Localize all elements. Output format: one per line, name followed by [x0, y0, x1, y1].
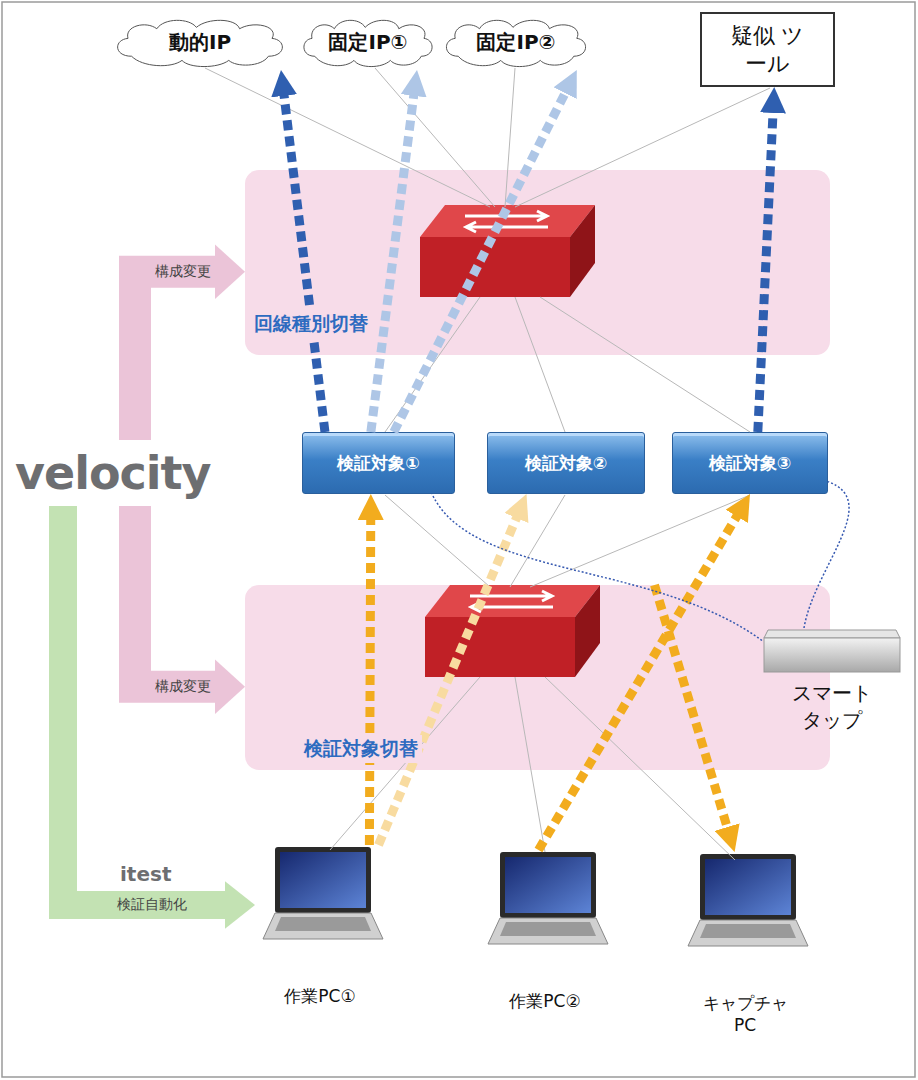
connector — [369, 514, 370, 845]
node-label: 検証対象② — [525, 452, 607, 475]
connector — [758, 107, 773, 432]
dotted-arrow — [369, 514, 370, 845]
node-label: 作業PC② — [480, 990, 610, 1013]
node-label: スマート タップ — [762, 680, 902, 734]
node-label: 固定IP① — [328, 29, 407, 56]
block-arrow-body — [135, 272, 215, 440]
block-arrow-body — [63, 506, 225, 905]
arrow-label: 検証自動化 — [117, 896, 187, 914]
laptop-icon — [680, 852, 810, 952]
dotted-arrow — [371, 90, 415, 432]
tool-box: 疑似 ツール — [700, 12, 835, 87]
device-box: 検証対象③ — [672, 432, 828, 494]
velocity-logo: velocity — [15, 440, 255, 506]
connector — [539, 511, 740, 850]
arrow-label: 構成変更 — [155, 263, 211, 281]
network-cloud: 固定IP② — [440, 15, 592, 70]
connector — [394, 88, 568, 432]
laptop-icon — [480, 850, 610, 950]
connector — [432, 494, 762, 641]
connector — [379, 512, 519, 845]
band-label: 検証対象切替 — [300, 735, 422, 763]
device-box: 検証対象② — [487, 432, 645, 494]
power-cable — [804, 482, 849, 628]
node-label: 検証対象① — [337, 452, 419, 475]
connector — [135, 245, 245, 440]
switch-band: 回線種別切替 — [245, 170, 830, 355]
power-cable — [432, 494, 762, 641]
connector — [63, 506, 255, 929]
connector — [804, 482, 849, 628]
device-box: 検証対象① — [302, 432, 455, 494]
laptop-pc: 作業PC① — [255, 845, 385, 1045]
node-label: 固定IP② — [476, 29, 555, 56]
logo-label: itest — [120, 862, 171, 886]
node-label: 作業PC① — [255, 985, 385, 1008]
block-arrow-body — [135, 506, 215, 687]
connector — [371, 90, 415, 432]
laptop-icon — [255, 845, 385, 945]
node-label: 検証対象③ — [709, 452, 791, 475]
network-cloud: 動的IP — [110, 15, 290, 70]
node-label: キャプチャ PC — [680, 992, 810, 1035]
block-arrow-head — [215, 660, 245, 714]
connector — [283, 90, 325, 432]
dotted-arrow — [394, 88, 568, 432]
dotted-arrow — [655, 585, 729, 833]
block-arrow-head — [225, 881, 255, 929]
switch-band: 検証対象切替 — [245, 585, 830, 770]
switch-icon — [420, 205, 596, 299]
network-lines — [205, 68, 770, 860]
tap-icon — [762, 628, 902, 674]
band-label: 回線種別切替 — [250, 310, 372, 338]
arrow-label: 構成変更 — [155, 678, 211, 696]
block-arrow-head — [215, 245, 245, 299]
dotted-arrow — [283, 90, 325, 432]
node-label: 動的IP — [169, 29, 231, 56]
laptop-pc: キャプチャ PC — [680, 852, 810, 1052]
connector — [655, 585, 729, 833]
connector — [135, 506, 245, 714]
dotted-arrow — [539, 511, 740, 850]
laptop-pc: 作業PC② — [480, 850, 610, 1045]
dotted-arrow — [758, 107, 773, 432]
node-label: velocity — [15, 446, 211, 500]
dotted-arrow — [379, 512, 519, 845]
network-cloud: 固定IP① — [298, 15, 438, 70]
node-label: 疑似 ツール — [728, 22, 808, 77]
smart-tap: スマート タップ — [762, 628, 902, 753]
